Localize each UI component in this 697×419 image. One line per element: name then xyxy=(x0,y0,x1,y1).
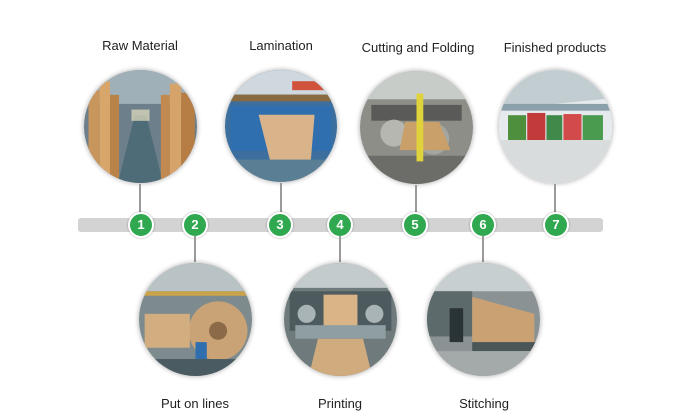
step-label-lamination: Lamination xyxy=(249,38,313,53)
step-label-put-on-lines: Put on lines xyxy=(161,396,229,411)
step-label-finished-products: Finished products xyxy=(503,40,607,55)
photo-stitching xyxy=(426,262,541,377)
step-label-raw-material: Raw Material xyxy=(102,38,178,53)
step-badge-7: 7 xyxy=(543,212,569,238)
step-label-cutting-folding: Cutting and Folding xyxy=(361,40,475,55)
step-badge-1: 1 xyxy=(128,212,154,238)
connector-2 xyxy=(194,236,196,264)
connector-4 xyxy=(339,236,341,264)
photo-printing xyxy=(283,262,398,377)
photo-cutting-folding xyxy=(359,70,474,185)
connector-5 xyxy=(415,185,417,214)
photo-put-on-lines xyxy=(138,262,253,377)
connector-1 xyxy=(139,184,141,214)
connector-6 xyxy=(482,236,484,264)
connector-3 xyxy=(280,183,282,214)
connector-7 xyxy=(554,184,556,214)
step-label-printing: Printing xyxy=(317,396,363,411)
step-badge-4: 4 xyxy=(327,212,353,238)
step-badge-5: 5 xyxy=(402,212,428,238)
photo-lamination xyxy=(224,69,338,183)
step-label-stitching: Stitching xyxy=(459,396,509,411)
step-badge-2: 2 xyxy=(182,212,208,238)
photo-raw-material xyxy=(83,69,198,184)
step-badge-3: 3 xyxy=(267,212,293,238)
photo-finished-products xyxy=(498,69,613,184)
step-badge-6: 6 xyxy=(470,212,496,238)
